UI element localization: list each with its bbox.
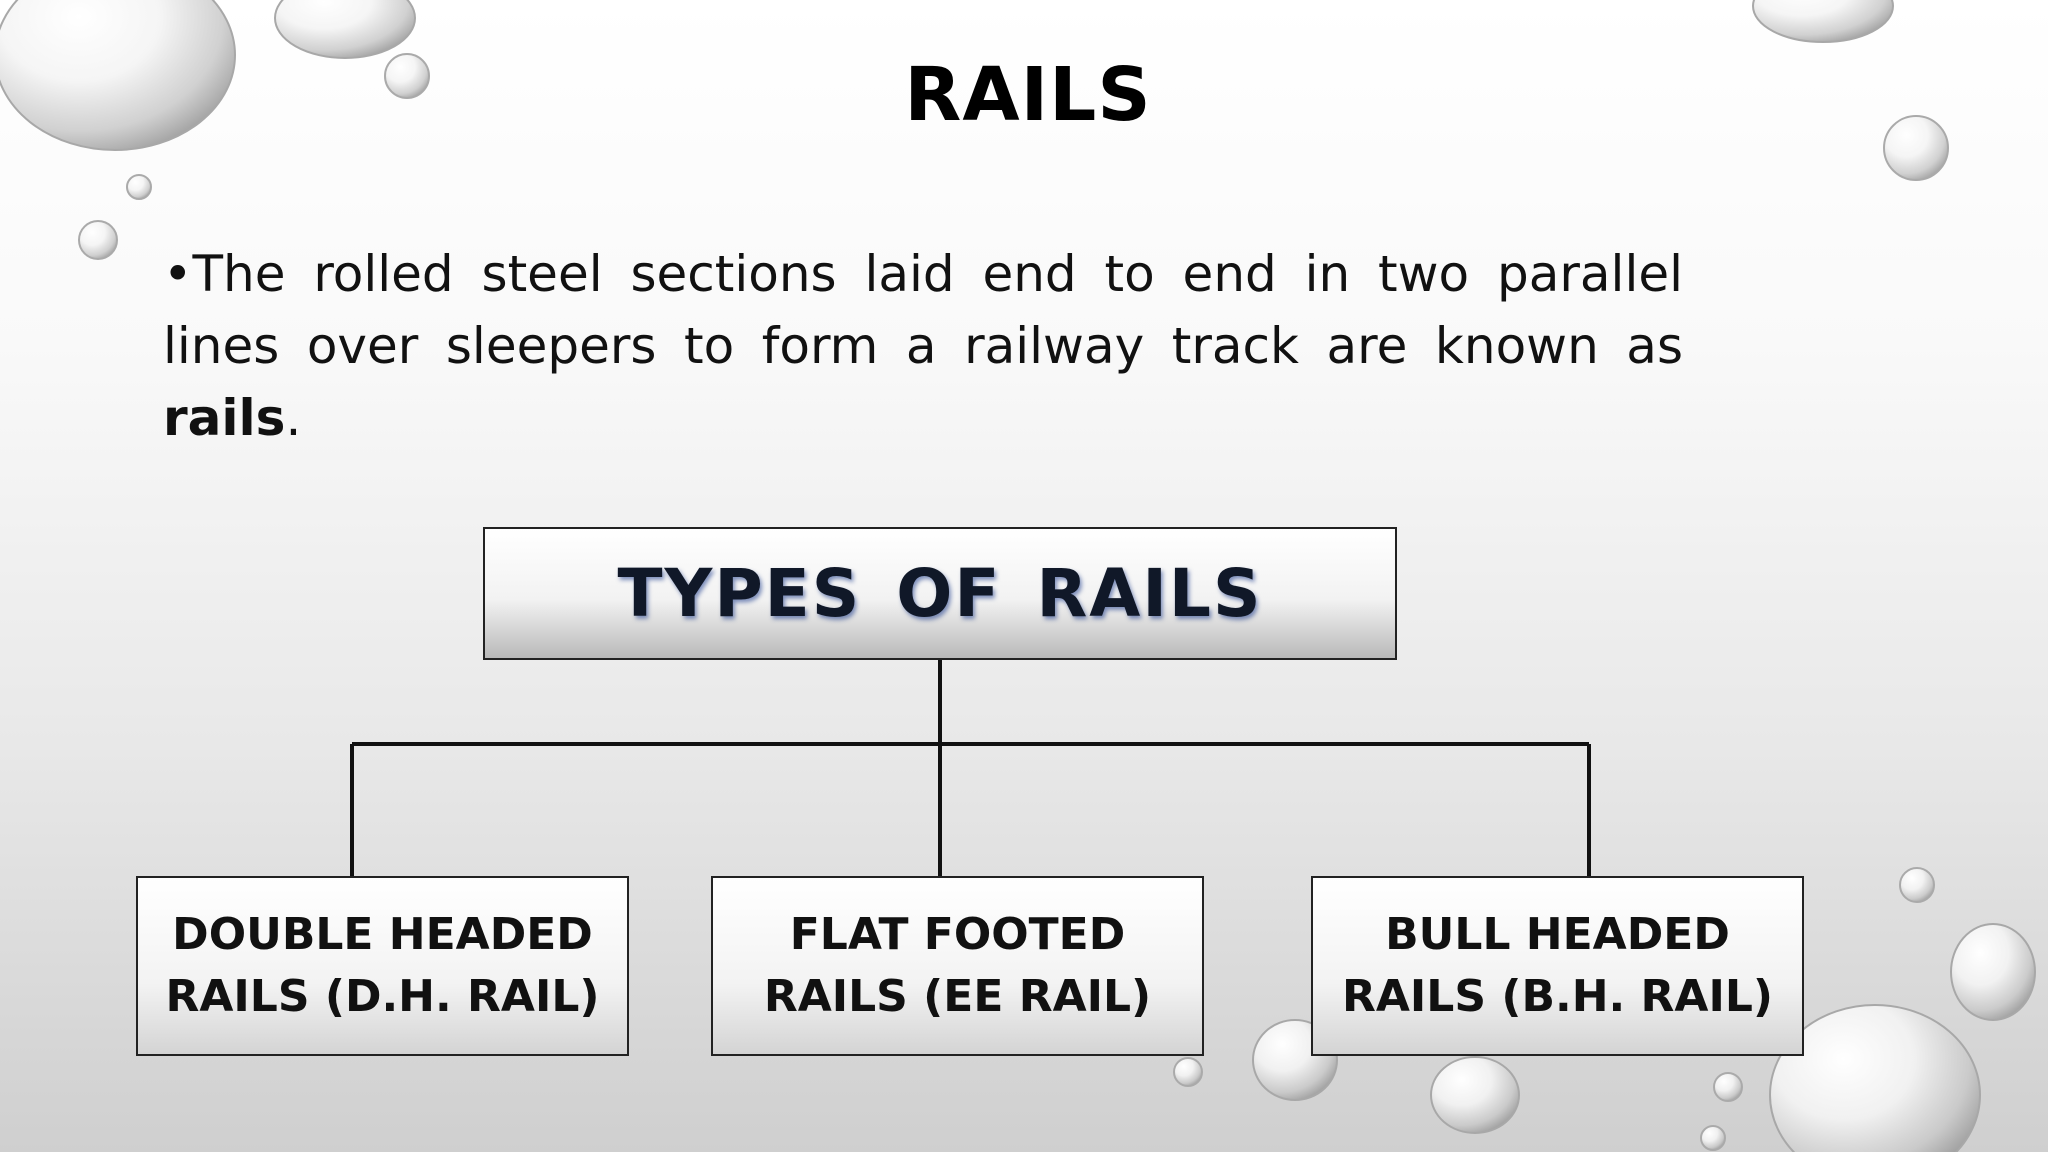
leaf-line-2: RAILS (EE RAIL) xyxy=(763,971,1152,1022)
bull-headed-rails-box: BULL HEADED RAILS (B.H. RAIL) xyxy=(1311,876,1804,1056)
leaf-line-2: RAILS (D.H. RAIL) xyxy=(165,971,600,1022)
double-headed-rails-box: DOUBLE HEADED RAILS (D.H. RAIL) xyxy=(136,876,629,1056)
leaf-line-1: BULL HEADED xyxy=(1385,909,1730,960)
bullet-bold-term: rails xyxy=(163,389,286,447)
bullet-end: . xyxy=(285,389,302,447)
types-of-rails-label: TYPES OF RAILS xyxy=(617,555,1263,632)
definition-bullet: •The rolled steel sections laid end to e… xyxy=(163,238,1683,454)
bullet-text: •The rolled steel sections laid end to e… xyxy=(163,245,1683,375)
leaf-line-1: DOUBLE HEADED xyxy=(172,909,593,960)
flat-footed-rails-box: FLAT FOOTED RAILS (EE RAIL) xyxy=(711,876,1204,1056)
slide-title: RAILS xyxy=(904,52,1152,138)
types-of-rails-box: TYPES OF RAILS xyxy=(483,527,1397,660)
leaf-line-2: RAILS (B.H. RAIL) xyxy=(1341,971,1774,1022)
leaf-line-1: FLAT FOOTED xyxy=(789,909,1126,960)
